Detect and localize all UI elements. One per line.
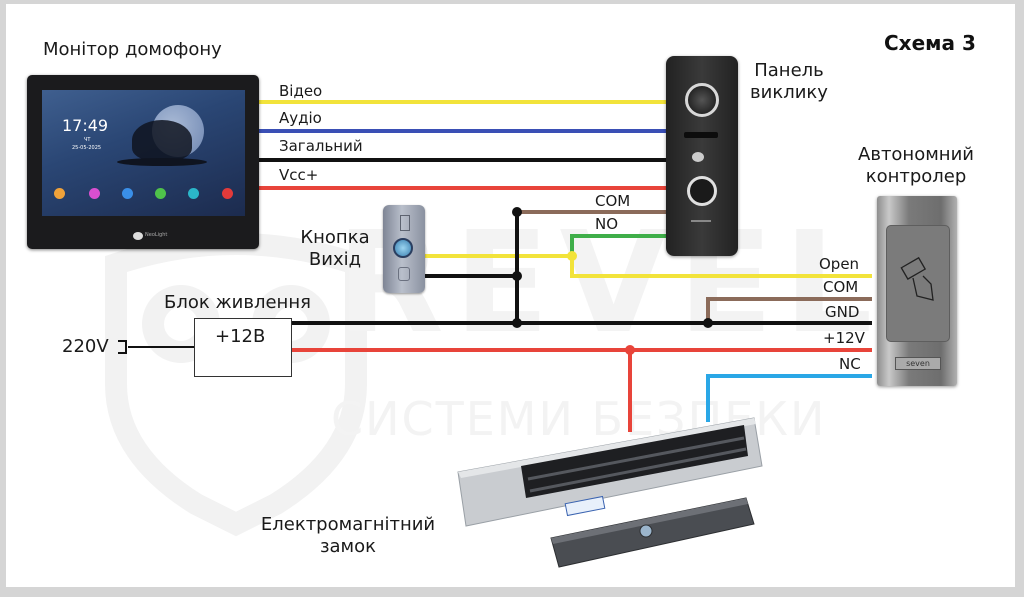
monitor-brand: NeoLight [145,232,168,238]
door-icon [400,215,410,231]
exit-button[interactable] [383,205,425,293]
power-supply-label: Блок живлення [164,292,311,313]
magnet-strip [529,447,747,493]
controller-label-1: Автономний [858,144,974,165]
junction-dot [625,345,635,355]
terminal-label-12v: +12V [823,329,865,347]
wire-label-common: Загальний [279,137,363,155]
lock-top-face [458,418,756,478]
lock-magnet [521,425,748,498]
card-hand-icon [900,256,934,301]
junction-dot [512,318,522,328]
screen-date: 25-05-2025 [72,145,102,151]
app-icon-settings[interactable] [222,188,233,199]
power-supply [194,318,292,377]
speaker-grille [684,132,718,138]
island [117,158,207,166]
intercom-monitor: 17:49 ЧТ 25-05-2025 NeoLight [27,75,259,249]
push-button [393,238,413,258]
junction-dot [512,271,522,281]
lock-label-2: замок [319,536,377,557]
camera-icon [685,83,719,117]
app-icon-video[interactable] [89,188,100,199]
exit-button-label-2: Вихід [308,249,362,270]
monitor-screen: 17:49 ЧТ 25-05-2025 [42,90,245,216]
app-icon-call[interactable] [155,188,166,199]
junction-dot [567,251,577,261]
mains-input-label: 220V [62,336,109,357]
electromagnetic-lock [457,417,763,568]
brand-plate: seven [895,357,941,370]
wire-label-audio: Аудіо [279,109,322,127]
call-button[interactable] [687,176,717,206]
lock-sticker [564,495,606,517]
terminal-label-com: COM [823,278,859,296]
wire-label-vcc: Vcc+ [279,166,319,184]
plug-icon [118,340,127,354]
wire-panel-no [570,234,668,256]
screen-day: ЧТ [84,137,91,143]
magnet-strip [527,436,745,481]
controller-label-2: контролер [865,166,967,187]
wires-layer [118,100,872,432]
exit-button-label-1: Кнопка [300,227,370,248]
wire-open [570,256,872,278]
hand-icon [398,267,410,281]
terminal-label-gnd: GND [825,303,860,321]
junction-dot [703,318,713,328]
call-panel [666,56,738,256]
terminal-label-nc: NC [839,355,861,373]
wiring-diagram: REVEL СИСТЕМИ БЕЗПЕКИ [6,4,1015,587]
screen-time: 17:49 [62,116,109,135]
power-supply-output: +12В [215,326,266,347]
tree-silhouette [132,120,192,160]
armature-screw [639,524,653,538]
panel-led [691,220,711,222]
access-controller: seven [877,196,957,386]
wire-nc [706,374,872,422]
app-icon-camera[interactable] [188,188,199,199]
call-panel-label-1: Панель [754,60,824,81]
terminal-label-open: Open [819,255,860,273]
wire-label-panel-no: NO [595,215,619,233]
armature-top [551,498,748,544]
wire-label-video: Відео [279,82,323,100]
lock-label-1: Електромагнітний [260,514,436,535]
junction-dot [512,207,522,217]
wire-ctrl-com [706,297,872,323]
app-icon-monitor[interactable] [122,188,133,199]
wire-label-panel-com: COM [595,192,631,210]
scheme-title: Схема 3 [884,31,976,55]
app-icon-intercom[interactable] [54,188,65,199]
panel-logo [692,152,704,162]
call-panel-label-2: виклику [750,82,828,103]
monitor-logo [133,232,143,240]
monitor-label: Монітор домофону [43,39,222,60]
reader-pad [886,225,950,342]
